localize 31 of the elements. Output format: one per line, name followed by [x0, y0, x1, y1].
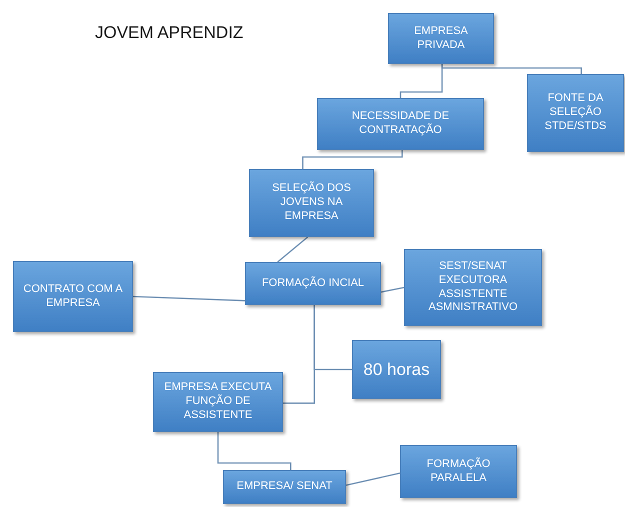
box-label: FONTE DA SELEÇÃO STDE/STDS — [544, 92, 608, 134]
connector-line — [217, 432, 292, 470]
process-box — [352, 340, 441, 399]
connector-line — [132, 296, 246, 302]
box-label: CONTRATO COM A EMPRESA — [22, 282, 124, 310]
connector-line — [346, 472, 400, 486]
box-label: SELEÇÃO DOS JOVENS NA EMPRESA — [271, 182, 352, 224]
box-label: EMPRESA/ SENAT — [236, 480, 332, 494]
box-label: 80 horas — [363, 358, 430, 380]
process-box — [317, 98, 484, 150]
process-box — [388, 13, 494, 64]
connector-line — [302, 150, 403, 169]
box-label: SEST/SENAT EXECUTORA ASSISTENTE ASMNISTRATIVO — [427, 260, 519, 315]
process-box — [223, 470, 346, 504]
process-box — [245, 262, 381, 305]
box-label: EMPRESA PRIVADA — [413, 24, 469, 52]
connector-line — [314, 305, 352, 370]
process-box — [527, 74, 624, 152]
process-box — [404, 249, 542, 326]
process-box — [153, 372, 283, 432]
box-label: NECESSIDADE DE CONTRATAÇÃO — [350, 110, 450, 138]
process-box — [249, 169, 374, 237]
connector-line — [277, 236, 308, 262]
process-box — [13, 261, 133, 332]
connector-line — [380, 286, 404, 293]
connector-line — [441, 64, 582, 74]
box-label: FORMAÇÃO PARALELA — [426, 458, 492, 486]
box-label: FORMAÇÃO INCIAL — [262, 276, 364, 290]
process-box — [400, 445, 517, 498]
box-label: EMPRESA EXECUTA FUNÇÃO DE ASSISTENTE — [163, 381, 273, 423]
diagram-title: JOVEM APRENDIZ — [95, 22, 244, 44]
